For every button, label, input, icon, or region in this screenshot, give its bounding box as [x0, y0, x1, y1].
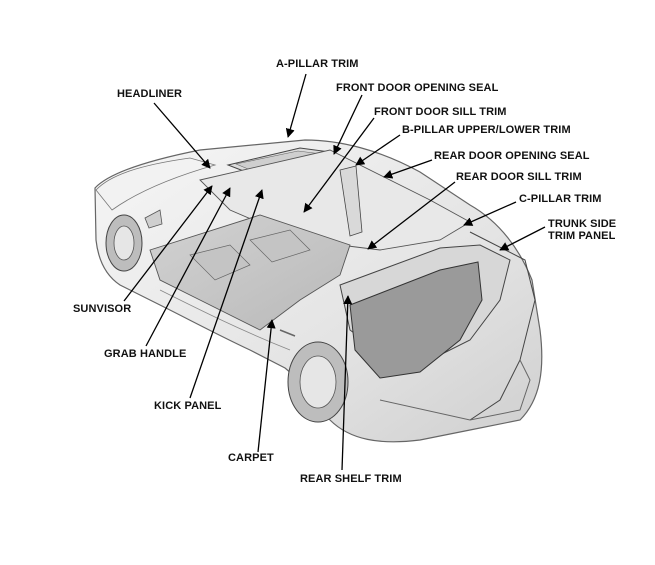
label-trunk-side-trim-panel-line2: TRIM PANEL	[548, 230, 616, 242]
label-trunk-side-trim-panel-line1: TRUNK SIDE	[548, 218, 617, 230]
label-grab-handle: GRAB HANDLE	[104, 348, 187, 360]
label-trunk-side-trim-panel: TRUNK SIDE TRIM PANEL	[548, 218, 638, 242]
leader-lines	[123, 73, 546, 471]
label-a-pillar-trim: A-PILLAR TRIM	[276, 58, 359, 70]
label-headliner: HEADLINER	[117, 88, 183, 100]
car-body	[94, 139, 543, 443]
label-rear-shelf-trim: REAR SHELF TRIM	[300, 473, 402, 485]
label-kick-panel: KICK PANEL	[154, 400, 222, 412]
label-front-door-opening-seal: FRONT DOOR OPENING SEAL	[336, 82, 499, 94]
label-front-door-sill-trim: FRONT DOOR SILL TRIM	[374, 106, 507, 118]
label-c-pillar-trim: C-PILLAR TRIM	[519, 193, 602, 205]
label-b-pillar-trim: B-PILLAR UPPER/LOWER TRIM	[402, 124, 571, 136]
label-sunvisor: SUNVISOR	[73, 303, 132, 315]
label-rear-door-opening-seal: REAR DOOR OPENING SEAL	[434, 150, 590, 162]
label-rear-door-sill-trim: REAR DOOR SILL TRIM	[456, 171, 582, 183]
label-carpet: CARPET	[228, 452, 274, 464]
